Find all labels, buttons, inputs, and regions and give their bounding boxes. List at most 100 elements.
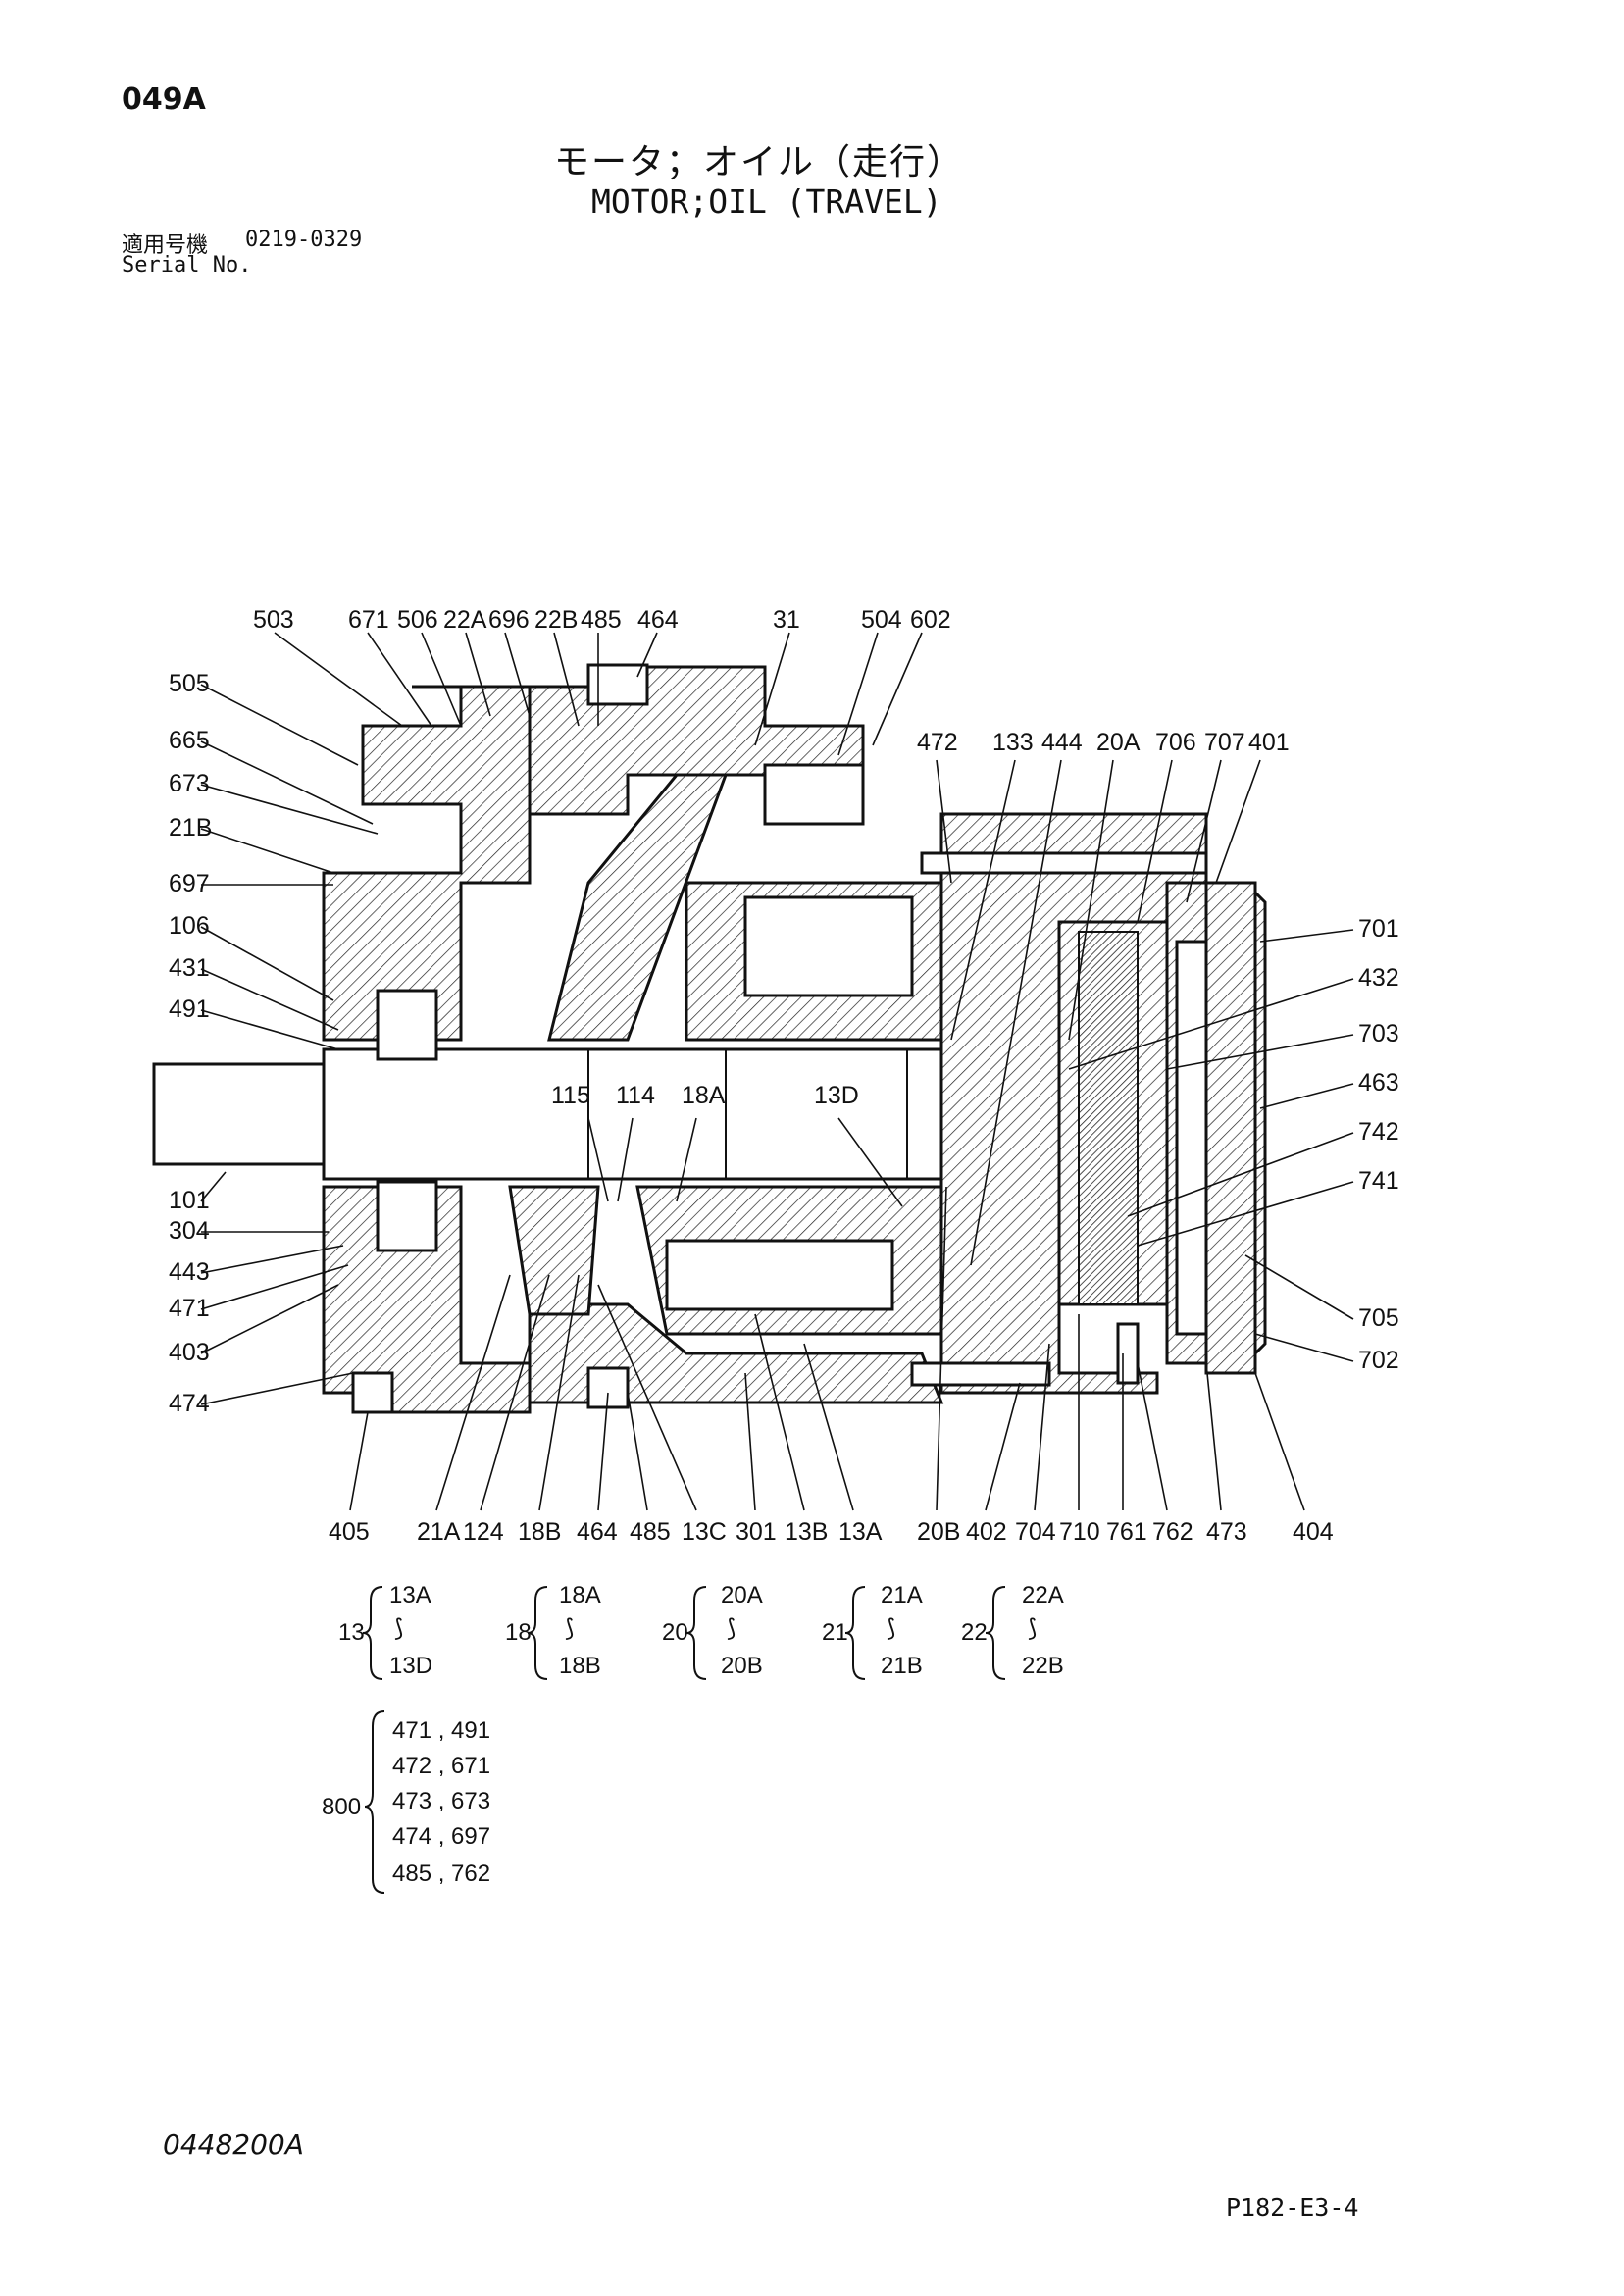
svg-text:⟆: ⟆ <box>1028 1615 1037 1642</box>
callout-18b: 18B <box>518 1518 561 1546</box>
callout-491: 491 <box>169 995 210 1023</box>
callout-505: 505 <box>169 670 210 697</box>
callout-21a: 21A <box>417 1518 461 1546</box>
group-22-to: 22B <box>1022 1653 1064 1679</box>
group-22-id: 22 <box>961 1619 988 1646</box>
bottom-callouts: 405 21A 124 18B 464 485 13C 301 13B 13A … <box>329 1518 1334 1546</box>
callout-742: 742 <box>1358 1118 1399 1146</box>
callout-474: 474 <box>169 1390 210 1417</box>
callout-473: 473 <box>1206 1518 1247 1546</box>
callout-443: 443 <box>169 1258 210 1286</box>
group-20-to: 20B <box>721 1653 763 1679</box>
callout-106: 106 <box>169 912 210 940</box>
callout-21b: 21B <box>169 814 212 842</box>
callout-431: 431 <box>169 954 210 982</box>
seal-kit-row-5: 485 , 762 <box>392 1861 490 1887</box>
title-japanese: モータ；オイル（走行） <box>554 142 965 182</box>
callout-22a: 22A <box>443 606 487 634</box>
callout-403: 403 <box>169 1339 210 1366</box>
callout-124: 124 <box>463 1518 504 1546</box>
callout-20a: 20A <box>1096 729 1141 756</box>
callout-101: 101 <box>169 1187 210 1214</box>
group-18-to: 18B <box>559 1653 601 1679</box>
leader-lines <box>200 632 1354 1511</box>
callout-301: 301 <box>736 1518 777 1546</box>
callout-485-top: 485 <box>581 606 622 634</box>
callout-762: 762 <box>1152 1518 1193 1546</box>
callout-133: 133 <box>992 729 1034 756</box>
callout-671: 671 <box>348 606 389 634</box>
callout-761: 761 <box>1106 1518 1147 1546</box>
group-22: 22 22A ⟆ 22B <box>961 1582 1064 1680</box>
callout-506: 506 <box>397 606 438 634</box>
serial-range: 0219-0329 <box>245 228 363 252</box>
callout-18a-inner: 18A <box>682 1082 726 1109</box>
group-13-id: 13 <box>338 1619 365 1646</box>
group-21-from: 21A <box>881 1582 923 1608</box>
callout-13b: 13B <box>785 1518 828 1546</box>
callout-472: 472 <box>917 729 958 756</box>
callout-31: 31 <box>773 606 800 634</box>
serial-label-english: Serial No. <box>122 253 252 278</box>
callout-404: 404 <box>1293 1518 1334 1546</box>
callout-463: 463 <box>1358 1069 1399 1097</box>
seal-kit-row-1: 471 , 491 <box>392 1717 490 1744</box>
callout-405: 405 <box>329 1518 370 1546</box>
group-18: 18 18A ⟆ 18B <box>505 1582 601 1680</box>
housing-drawing <box>152 663 1267 1414</box>
callout-706: 706 <box>1155 729 1196 756</box>
callout-696: 696 <box>488 606 530 634</box>
callout-741: 741 <box>1358 1167 1399 1195</box>
callout-602: 602 <box>910 606 951 634</box>
group-18-from: 18A <box>559 1582 601 1608</box>
callout-13a: 13A <box>838 1518 883 1546</box>
seal-kit-row-4: 474 , 697 <box>392 1823 490 1850</box>
assembly-groups: 13 13A ⟆ 13D 18 18A ⟆ 18B 20 20A ⟆ 20B 2… <box>338 1582 1064 1680</box>
page-reference: P182-E3-4 <box>1226 2193 1359 2221</box>
callout-703: 703 <box>1358 1020 1399 1047</box>
group-20-id: 20 <box>662 1619 688 1646</box>
top-right-callouts: 472 133 444 20A 706 707 401 <box>917 729 1290 756</box>
seal-kit-group: 800 471 , 491 472 , 671 473 , 673 474 , … <box>322 1710 490 1894</box>
callout-503: 503 <box>253 606 294 634</box>
callout-304: 304 <box>169 1217 210 1245</box>
callout-710: 710 <box>1059 1518 1100 1546</box>
group-21: 21 21A ⟆ 21B <box>822 1582 923 1680</box>
callout-707: 707 <box>1204 729 1245 756</box>
page-code: 049A <box>122 82 206 117</box>
svg-text:⟆: ⟆ <box>727 1615 736 1642</box>
callout-432: 432 <box>1358 964 1399 992</box>
right-callouts: 701 432 703 463 742 741 705 702 <box>1358 915 1399 1374</box>
inner-callouts: 115 114 18A 13D <box>551 1082 859 1109</box>
callout-701: 701 <box>1358 915 1399 943</box>
group-18-id: 18 <box>505 1619 532 1646</box>
group-13-from: 13A <box>389 1582 431 1608</box>
group-21-to: 21B <box>881 1653 923 1679</box>
callout-402: 402 <box>966 1518 1007 1546</box>
title-english: MOTOR;OIL (TRAVEL) <box>591 182 942 221</box>
drawing-number: 0448200A <box>163 2128 304 2161</box>
group-22-from: 22A <box>1022 1582 1064 1608</box>
seal-kit-row-3: 473 , 673 <box>392 1788 490 1814</box>
callout-504: 504 <box>861 606 902 634</box>
callout-114: 114 <box>616 1082 655 1109</box>
callout-401: 401 <box>1248 729 1290 756</box>
svg-text:⟆: ⟆ <box>565 1615 574 1642</box>
callout-673: 673 <box>169 770 210 797</box>
callout-13d: 13D <box>814 1082 859 1109</box>
callout-705: 705 <box>1358 1304 1399 1332</box>
callout-471: 471 <box>169 1295 210 1322</box>
callout-115: 115 <box>551 1082 590 1109</box>
left-callouts: 505 665 673 21B 697 106 431 491 101 304 … <box>169 670 212 1417</box>
callout-444: 444 <box>1041 729 1083 756</box>
callout-20b: 20B <box>917 1518 960 1546</box>
group-13: 13 13A ⟆ 13D <box>338 1582 432 1680</box>
seal-kit-id: 800 <box>322 1794 361 1820</box>
svg-text:⟆: ⟆ <box>887 1615 895 1642</box>
callout-485-bottom: 485 <box>630 1518 671 1546</box>
group-20: 20 20A ⟆ 20B <box>662 1582 763 1680</box>
group-21-id: 21 <box>822 1619 848 1646</box>
group-20-from: 20A <box>721 1582 763 1608</box>
top-callouts: 503 671 506 22A 696 22B 485 464 31 504 6… <box>253 606 951 634</box>
